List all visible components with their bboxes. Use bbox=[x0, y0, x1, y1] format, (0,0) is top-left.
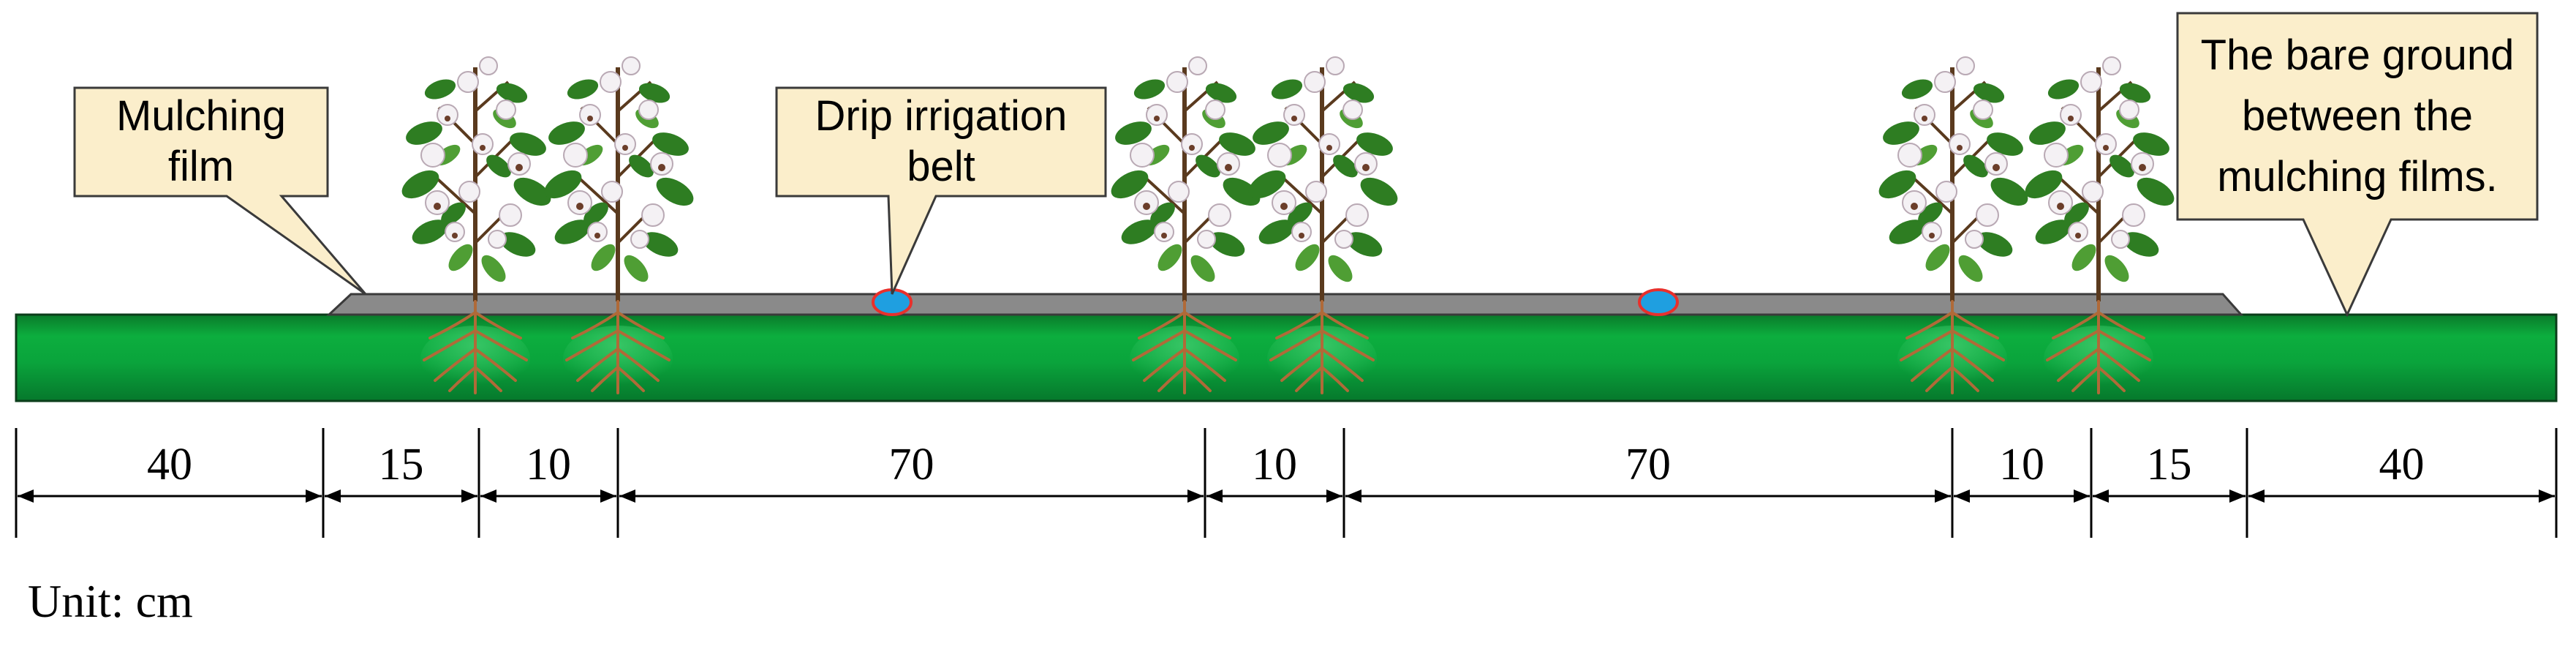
dimension-arrow bbox=[306, 489, 322, 503]
dimension-arrow bbox=[2093, 489, 2109, 503]
dimension-label: 40 bbox=[2379, 440, 2425, 489]
callout-mulching-film: Mulching film bbox=[73, 86, 367, 296]
dimension-arrow bbox=[1935, 489, 1951, 503]
callout-bare-ground-line3: mulching films. bbox=[2217, 153, 2498, 200]
dimension-label: 10 bbox=[1999, 440, 2044, 489]
dimension-arrow bbox=[18, 489, 34, 503]
callout-mulching-film-line1: Mulching bbox=[116, 92, 286, 140]
dimension-arrow bbox=[1187, 489, 1204, 503]
dimension-arrow bbox=[2539, 489, 2555, 503]
callout-drip-irrigation-belt: Drip irrigation belt bbox=[775, 86, 1107, 295]
dimension-label: 15 bbox=[2147, 440, 2192, 489]
callout-mulching-film-line2: film bbox=[168, 143, 234, 190]
dimension-arrow bbox=[619, 489, 635, 503]
dimension-arrow bbox=[480, 489, 496, 503]
mulching-film bbox=[326, 293, 2244, 316]
dimension-arrow bbox=[1954, 489, 1970, 503]
callout-bare-ground-line1: The bare ground bbox=[2201, 31, 2515, 79]
callout-bare-ground: The bare ground between the mulching fil… bbox=[2176, 12, 2539, 318]
drip-belt-dot bbox=[1638, 288, 1679, 316]
dimension-label: 15 bbox=[379, 440, 424, 489]
dimension-arrow bbox=[2074, 489, 2090, 503]
dimension-lines: 40 15 10 70 10 70 10 15 40 bbox=[15, 428, 2558, 538]
dimension-arrow bbox=[2248, 489, 2265, 503]
callout-drip-line1: Drip irrigation bbox=[815, 92, 1068, 140]
dimension-arrow bbox=[325, 489, 341, 503]
dimension-label: 10 bbox=[1252, 440, 1297, 489]
unit-label: Unit: cm bbox=[28, 575, 193, 627]
dimension-arrow bbox=[2229, 489, 2245, 503]
dimension-arrow bbox=[1345, 489, 1361, 503]
dimension-arrow bbox=[1326, 489, 1342, 503]
dimension-arrow bbox=[1206, 489, 1223, 503]
dimension-label: 70 bbox=[1625, 440, 1671, 489]
dimension-label: 70 bbox=[889, 440, 934, 489]
callout-bare-ground-line2: between the bbox=[2242, 92, 2473, 140]
dimension-arrow bbox=[461, 489, 477, 503]
dimension-arrow bbox=[600, 489, 616, 503]
dimension-label: 40 bbox=[147, 440, 192, 489]
dimension-label: 10 bbox=[526, 440, 571, 489]
callout-drip-line2: belt bbox=[907, 143, 975, 190]
